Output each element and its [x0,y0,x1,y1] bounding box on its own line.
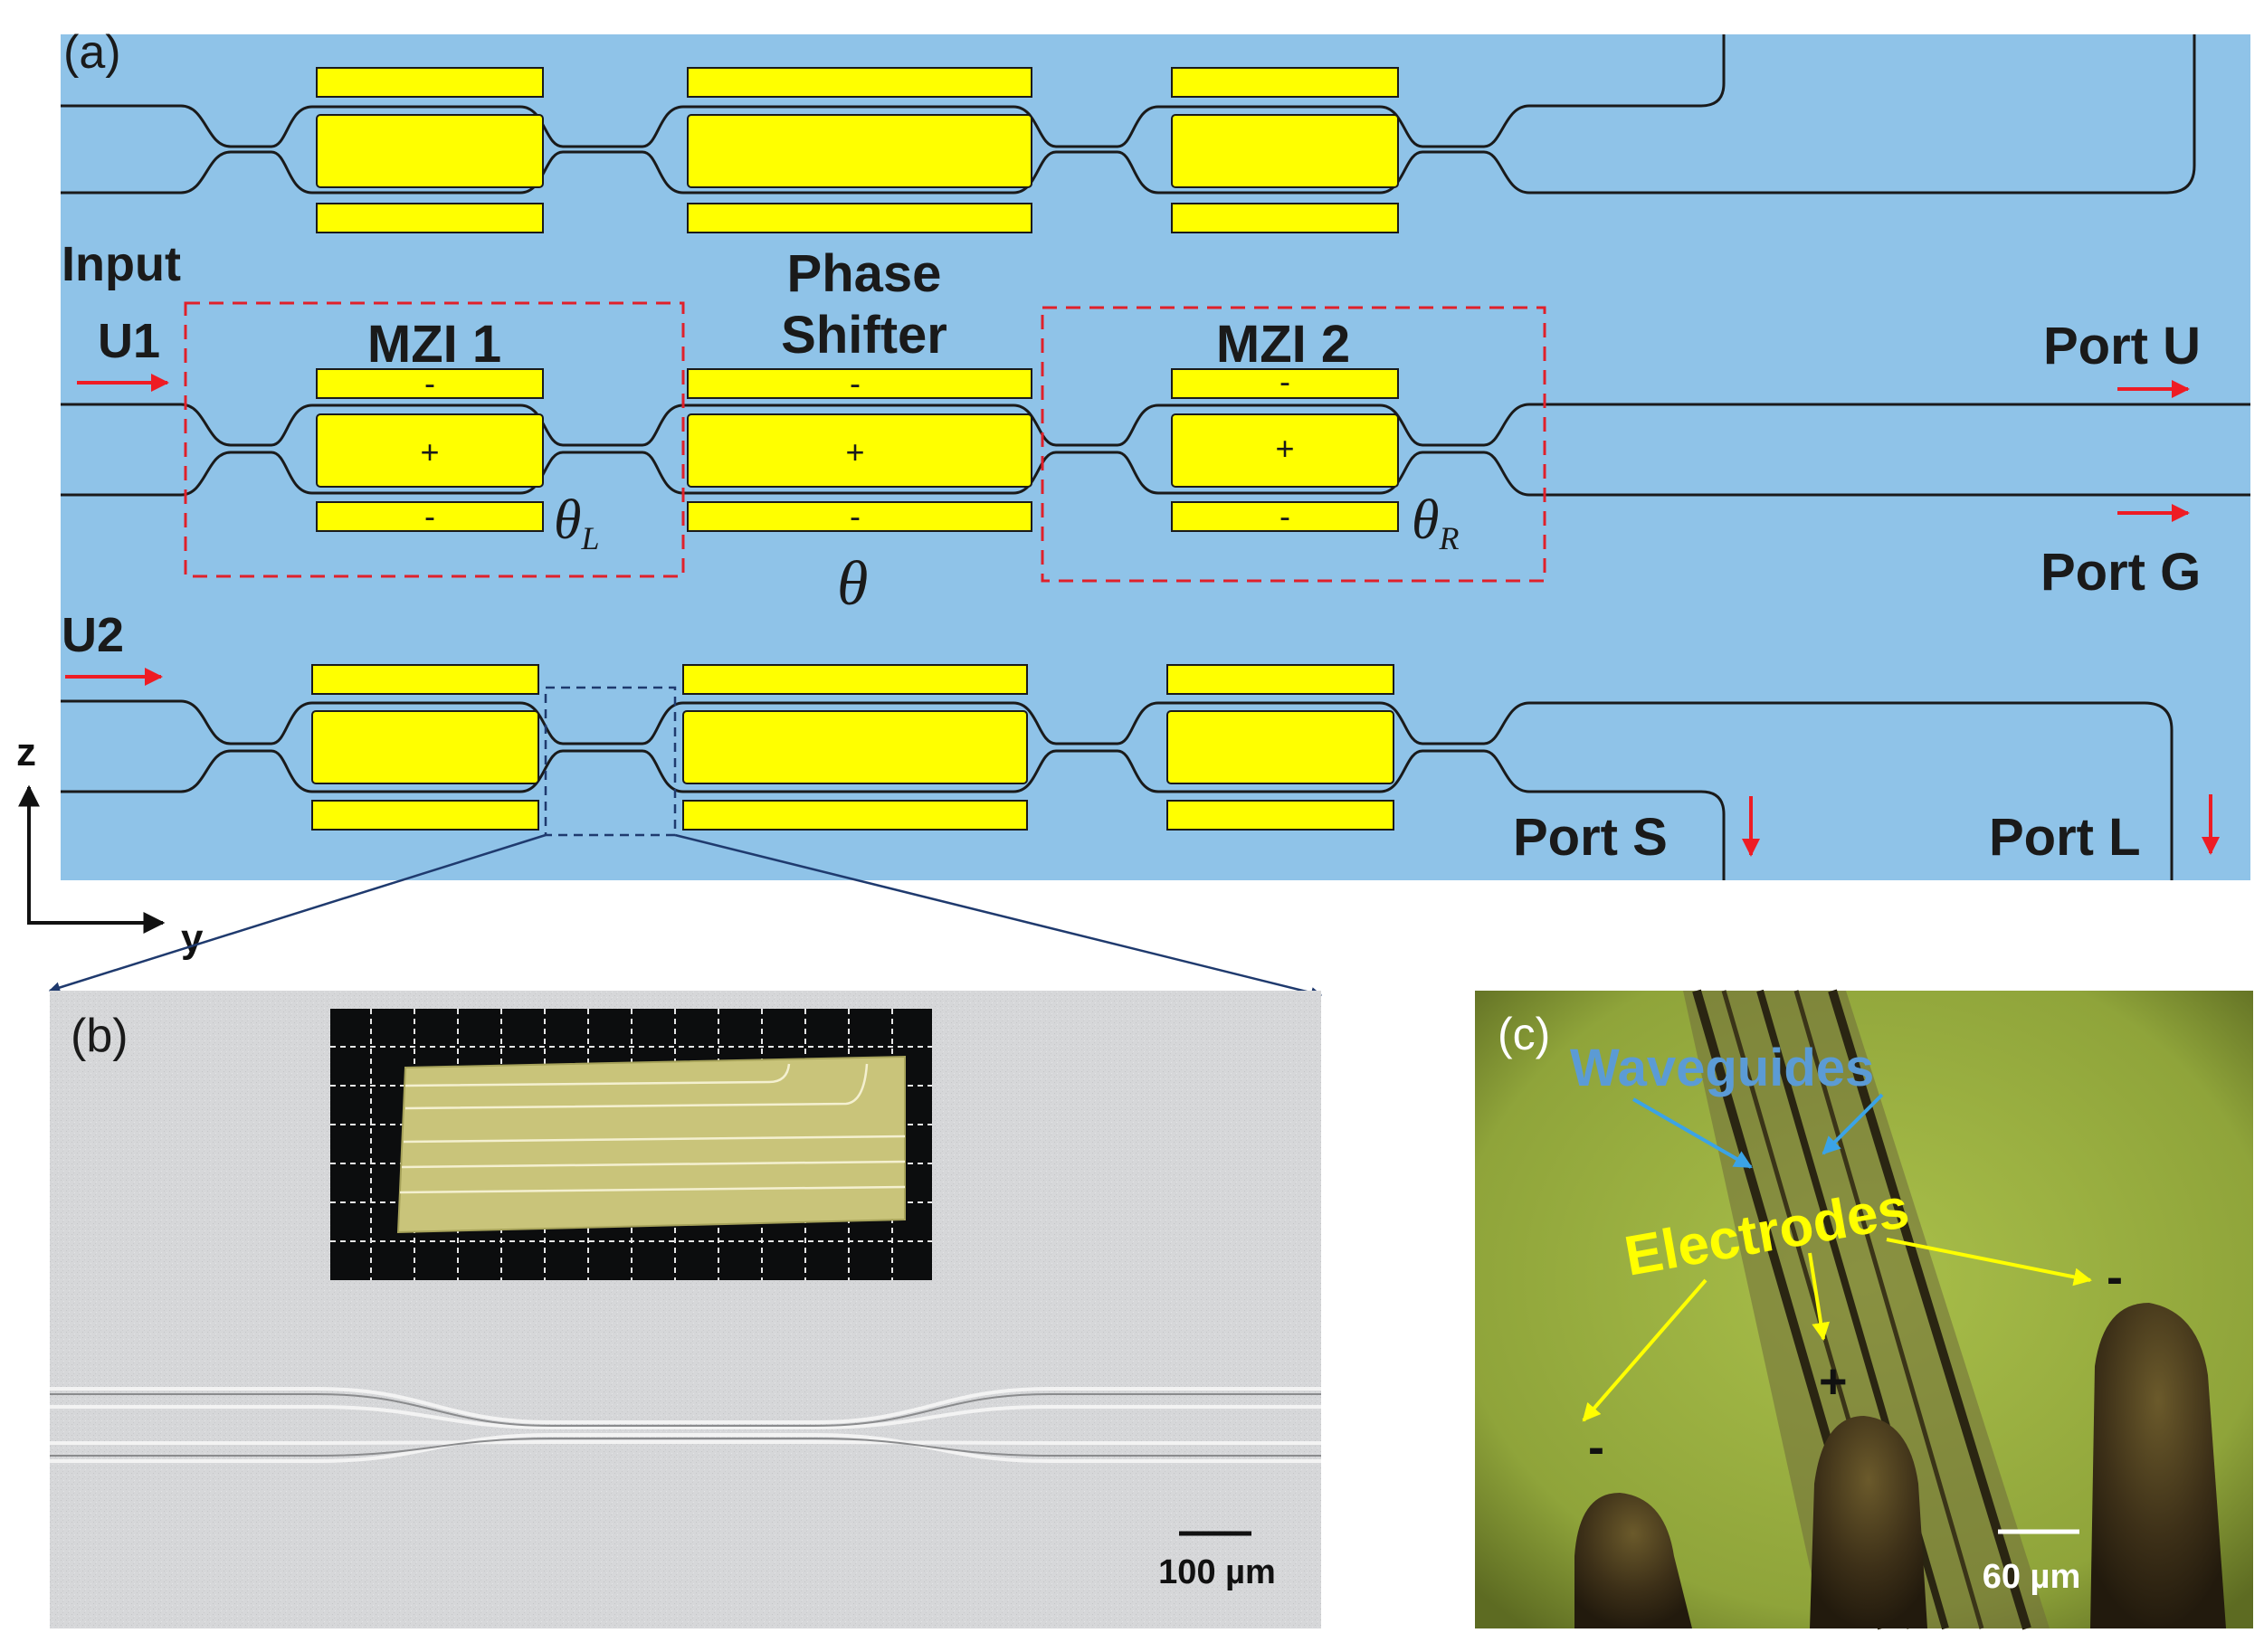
phase-shifter-line1: Phase [787,244,942,303]
mzi2-minus-bottom: - [1279,498,1290,535]
u2-label: U2 [62,608,124,662]
zoom-line-right [674,833,1323,999]
phase-minus-top: - [850,365,861,402]
zoom-line-left [48,833,547,993]
middle-row-waveguides [61,403,2250,497]
bottom-row-electrodes [311,664,1394,831]
phase-center-electrode [687,413,1032,488]
mzi1-plus: + [420,433,439,470]
u1-label: U1 [98,314,160,368]
electrode-signs: - + - - + - - + - [420,363,1294,535]
waveguides-label: Waveguides [1570,1039,1874,1097]
axis-z-label: z [16,730,36,774]
electrode-arrow-center [1808,1252,1831,1341]
mzi1-bottom-electrode [316,501,544,532]
input-label: Input [62,237,181,291]
mzi1-label: MZI 1 [367,315,501,374]
theta-l-symbol: θL [554,489,600,556]
sem-waveguides [50,1387,1321,1463]
panel-b-scale-label: 100 µm [1158,1553,1276,1591]
probe-minus-left: - [1588,1420,1604,1475]
probe-tip-left [1574,1493,1692,1628]
middle-row-electrodes [316,368,1399,532]
panel-b: (b) 100 µm [50,991,1321,1628]
theta-symbol: θ [837,549,868,619]
mzi2-top-electrode [1171,368,1399,399]
mzi1-top-electrode [316,368,544,399]
bottom-row-waveguides [61,699,2174,880]
panel-a: - + - - + - - + - [61,26,2250,880]
electrode-arrow-left [1582,1278,1708,1422]
waveguides-arrow-left [1632,1097,1753,1169]
probe-tip-center [1810,1416,1927,1628]
phase-top-electrode [687,368,1032,399]
mzi2-dashed-box [1041,306,1546,583]
waveguides-arrow-right [1822,1093,1884,1155]
mzi2-minus-top: - [1279,363,1290,400]
port-l-label: Port L [1989,808,2141,867]
panel-a-tag: (a) [63,26,121,79]
port-g-label: Port G [2040,543,2201,602]
axis-y-label: y [181,916,204,961]
mzi2-bottom-electrode [1171,501,1399,532]
top-row-waveguides [61,34,2196,195]
mzi1-minus-bottom: - [424,498,435,535]
probe-plus-center: + [1819,1354,1848,1409]
probe-minus-right: - [2107,1250,2123,1305]
phase-plus: + [845,433,864,470]
zoom-dashed-box [544,686,677,837]
phase-shifter-line2: Shifter [781,306,947,365]
mzi1-dashed-box [184,301,685,578]
axis-indicator: z y [16,730,204,961]
panel-c-tag: (c) [1498,1009,1550,1059]
sem-waveguide-edges [50,1393,1321,1457]
panel-b-tag: (b) [71,1010,128,1062]
mzi2-label: MZI 2 [1216,315,1350,374]
phase-bottom-electrode [687,501,1032,532]
mzi2-plus: + [1275,430,1294,467]
mzi1-center-electrode [316,413,544,488]
port-s-label: Port S [1513,808,1668,867]
panel-c: (c) Waveguides Electrodes - + - 60 µm [1475,989,2253,1630]
panel-c-scale-label: 60 µm [1983,1558,2081,1596]
mzi1-minus-top: - [424,365,435,402]
theta-r-symbol: θR [1412,489,1459,556]
phase-minus-bottom: - [850,498,861,535]
probe-tip-right [2090,1303,2226,1628]
top-row-electrodes [316,67,1399,233]
chip-photo-inset [330,1009,932,1280]
electrode-arrow-right [1886,1238,2092,1286]
mzi2-center-electrode [1171,413,1399,488]
port-u-label: Port U [2043,317,2201,375]
